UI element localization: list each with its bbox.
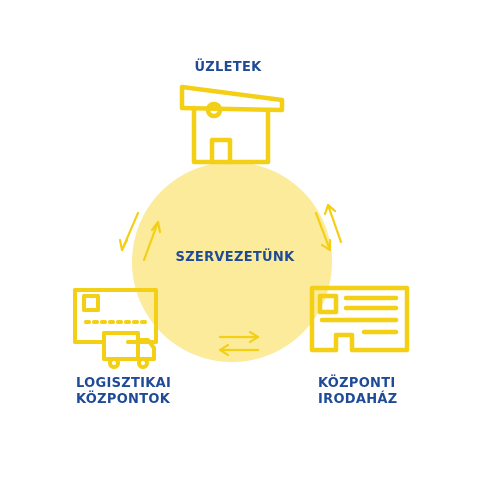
stores-label: ÜZLETEK	[190, 60, 266, 76]
headquarters-label-line-1: KÖZPONTI	[318, 376, 396, 391]
stores-label-text: ÜZLETEK	[194, 60, 262, 75]
center-label-text: SZERVEZETÜNK	[175, 250, 295, 265]
exchange-arrows-bottom	[218, 330, 260, 357]
headquarters-label-line-2: IRODAHÁZ	[318, 392, 398, 407]
exchange-arrows-right	[314, 203, 343, 252]
warehouse-truck-icon	[73, 288, 158, 369]
logistics-label-line-1: LOGISZTIKAI	[76, 376, 172, 391]
center-circle	[132, 162, 332, 362]
headquarters-label: KÖZPONTI IRODAHÁZ	[318, 376, 398, 408]
logistics-label-line-2: KÖZPONTOK	[76, 392, 171, 407]
exchange-arrows-left	[118, 211, 162, 262]
logistics-label: LOGISZTIKAI KÖZPONTOK	[76, 376, 171, 408]
center-label: SZERVEZETÜNK	[175, 250, 295, 266]
office-building-icon	[309, 285, 410, 353]
shop-icon	[179, 84, 285, 165]
